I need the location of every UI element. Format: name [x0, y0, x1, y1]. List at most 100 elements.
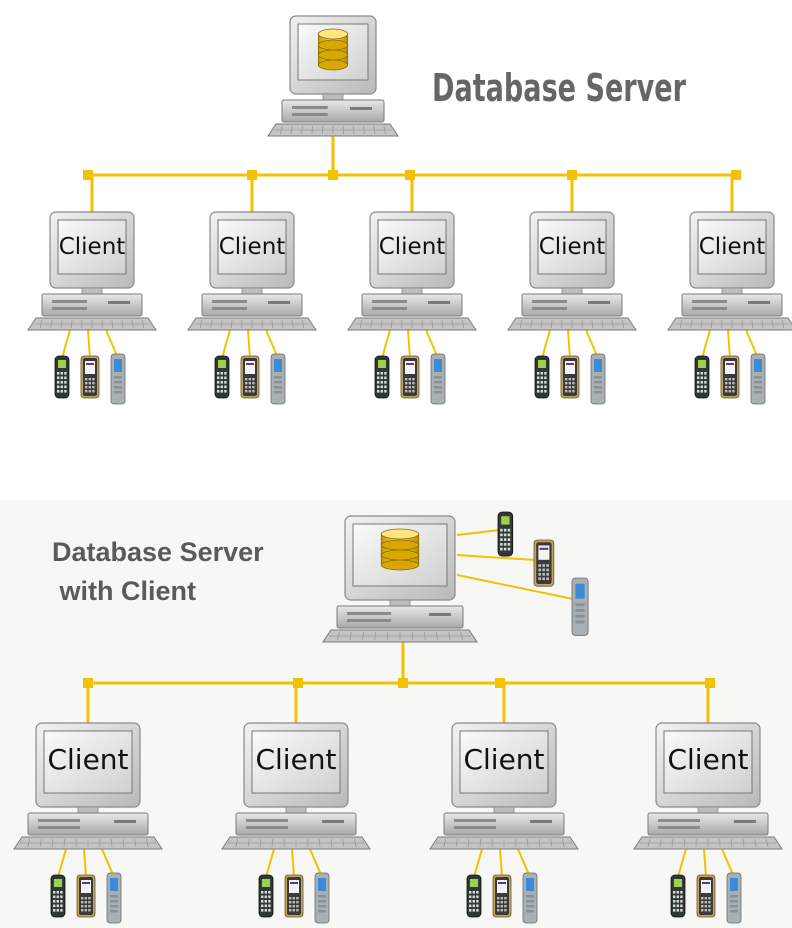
scanner-icon [670, 874, 686, 918]
wire-junction [495, 678, 505, 688]
monitor-screen [459, 730, 549, 794]
pc-case [647, 812, 769, 836]
device-cable [677, 848, 687, 878]
top-database-server [267, 15, 399, 137]
mobile-terminal-icon [590, 353, 606, 405]
wire-segment [456, 529, 501, 536]
mobile-terminal-icon [726, 872, 742, 924]
client-label: Client [539, 234, 606, 260]
bottom-client-1-pc: Client [13, 722, 163, 850]
device-cable [291, 848, 295, 878]
mobile-terminal-icon [571, 577, 589, 636]
device-cable [703, 848, 707, 878]
top-client-5-pc: Client [667, 211, 792, 331]
device-cable [265, 848, 275, 878]
device-cable [309, 848, 323, 878]
server-handhelds [497, 511, 589, 636]
monitor-screen [251, 730, 341, 794]
mobile-terminal-icon [106, 872, 122, 924]
wire-junction [398, 678, 408, 688]
pc-case [41, 293, 143, 317]
pc-case [235, 812, 357, 836]
pda-icon [76, 874, 96, 918]
pda-icon [696, 874, 716, 918]
bottom-client-3 [466, 872, 538, 924]
device-cable [265, 329, 279, 359]
client-label: Client [219, 234, 286, 260]
bottom-client-2-pc: Client [221, 722, 371, 850]
top-client-3 [374, 353, 446, 405]
scanner-icon [258, 874, 274, 918]
network-wires [57, 135, 759, 878]
pc-case [361, 293, 463, 317]
pda-icon [284, 874, 304, 918]
bottom-title-line1: Database Server [52, 537, 264, 567]
bottom-client-4 [670, 872, 742, 924]
monitor-screen [663, 730, 753, 794]
device-cable [701, 329, 711, 359]
bottom-title-line2: with Client [52, 576, 196, 606]
bottom-client-3-pc: Client [429, 722, 579, 850]
bottom-client-4-pc: Client [633, 722, 783, 850]
device-cable [105, 329, 119, 359]
client-label: Client [667, 743, 748, 776]
top-title: Database Server [432, 66, 686, 110]
monitor-screen [57, 219, 127, 275]
scanner-icon [374, 355, 390, 399]
device-cable [721, 848, 735, 878]
monitor-screen [43, 730, 133, 794]
pda-icon [240, 355, 260, 399]
client-label: Client [699, 234, 766, 260]
scanner-icon [497, 511, 514, 557]
device-cable [517, 848, 531, 878]
mobile-terminal-icon [750, 353, 766, 405]
top-client-5 [694, 353, 766, 405]
device-cable [541, 329, 551, 359]
device-cable [425, 329, 439, 359]
wire-junction [705, 678, 715, 688]
pda-icon [492, 874, 512, 918]
top-client-3-pc: Client [347, 211, 477, 331]
client-label: Client [379, 234, 446, 260]
scanner-icon [534, 355, 550, 399]
device-cable [247, 329, 251, 359]
pda-icon [80, 355, 100, 399]
pda-icon [400, 355, 420, 399]
mobile-terminal-icon [110, 353, 126, 405]
top-client-2 [214, 353, 286, 405]
mobile-terminal-icon [430, 353, 446, 405]
device-cable [727, 329, 731, 359]
pc-case [201, 293, 303, 317]
scanner-icon [466, 874, 482, 918]
device-cable [57, 848, 67, 878]
pc-case [681, 293, 783, 317]
pc-case [336, 605, 464, 629]
mobile-terminal-icon [270, 353, 286, 405]
top-client-4 [534, 353, 606, 405]
pc-case [27, 812, 149, 836]
client-label: Client [255, 743, 336, 776]
bottom-client-2 [258, 872, 330, 924]
scanner-icon [214, 355, 230, 399]
wire-junction [293, 678, 303, 688]
monitor-screen [697, 219, 767, 275]
device-cable [585, 329, 599, 359]
scanner-icon [50, 874, 66, 918]
device-cable [87, 329, 91, 359]
wire-junction [328, 170, 338, 180]
wire-segment [456, 554, 536, 561]
scanner-icon [54, 355, 70, 399]
device-cable [567, 329, 571, 359]
mobile-terminal-icon [522, 872, 538, 924]
top-client-4-pc: Client [507, 211, 637, 331]
top-client-1-pc: Client [27, 211, 157, 331]
bottom-client-1 [50, 872, 122, 924]
client-label: Client [47, 743, 128, 776]
database-icon [380, 528, 420, 571]
pda-icon [720, 355, 740, 399]
device-cable [473, 848, 483, 878]
top-client-1 [54, 353, 126, 405]
pda-icon [533, 539, 555, 587]
